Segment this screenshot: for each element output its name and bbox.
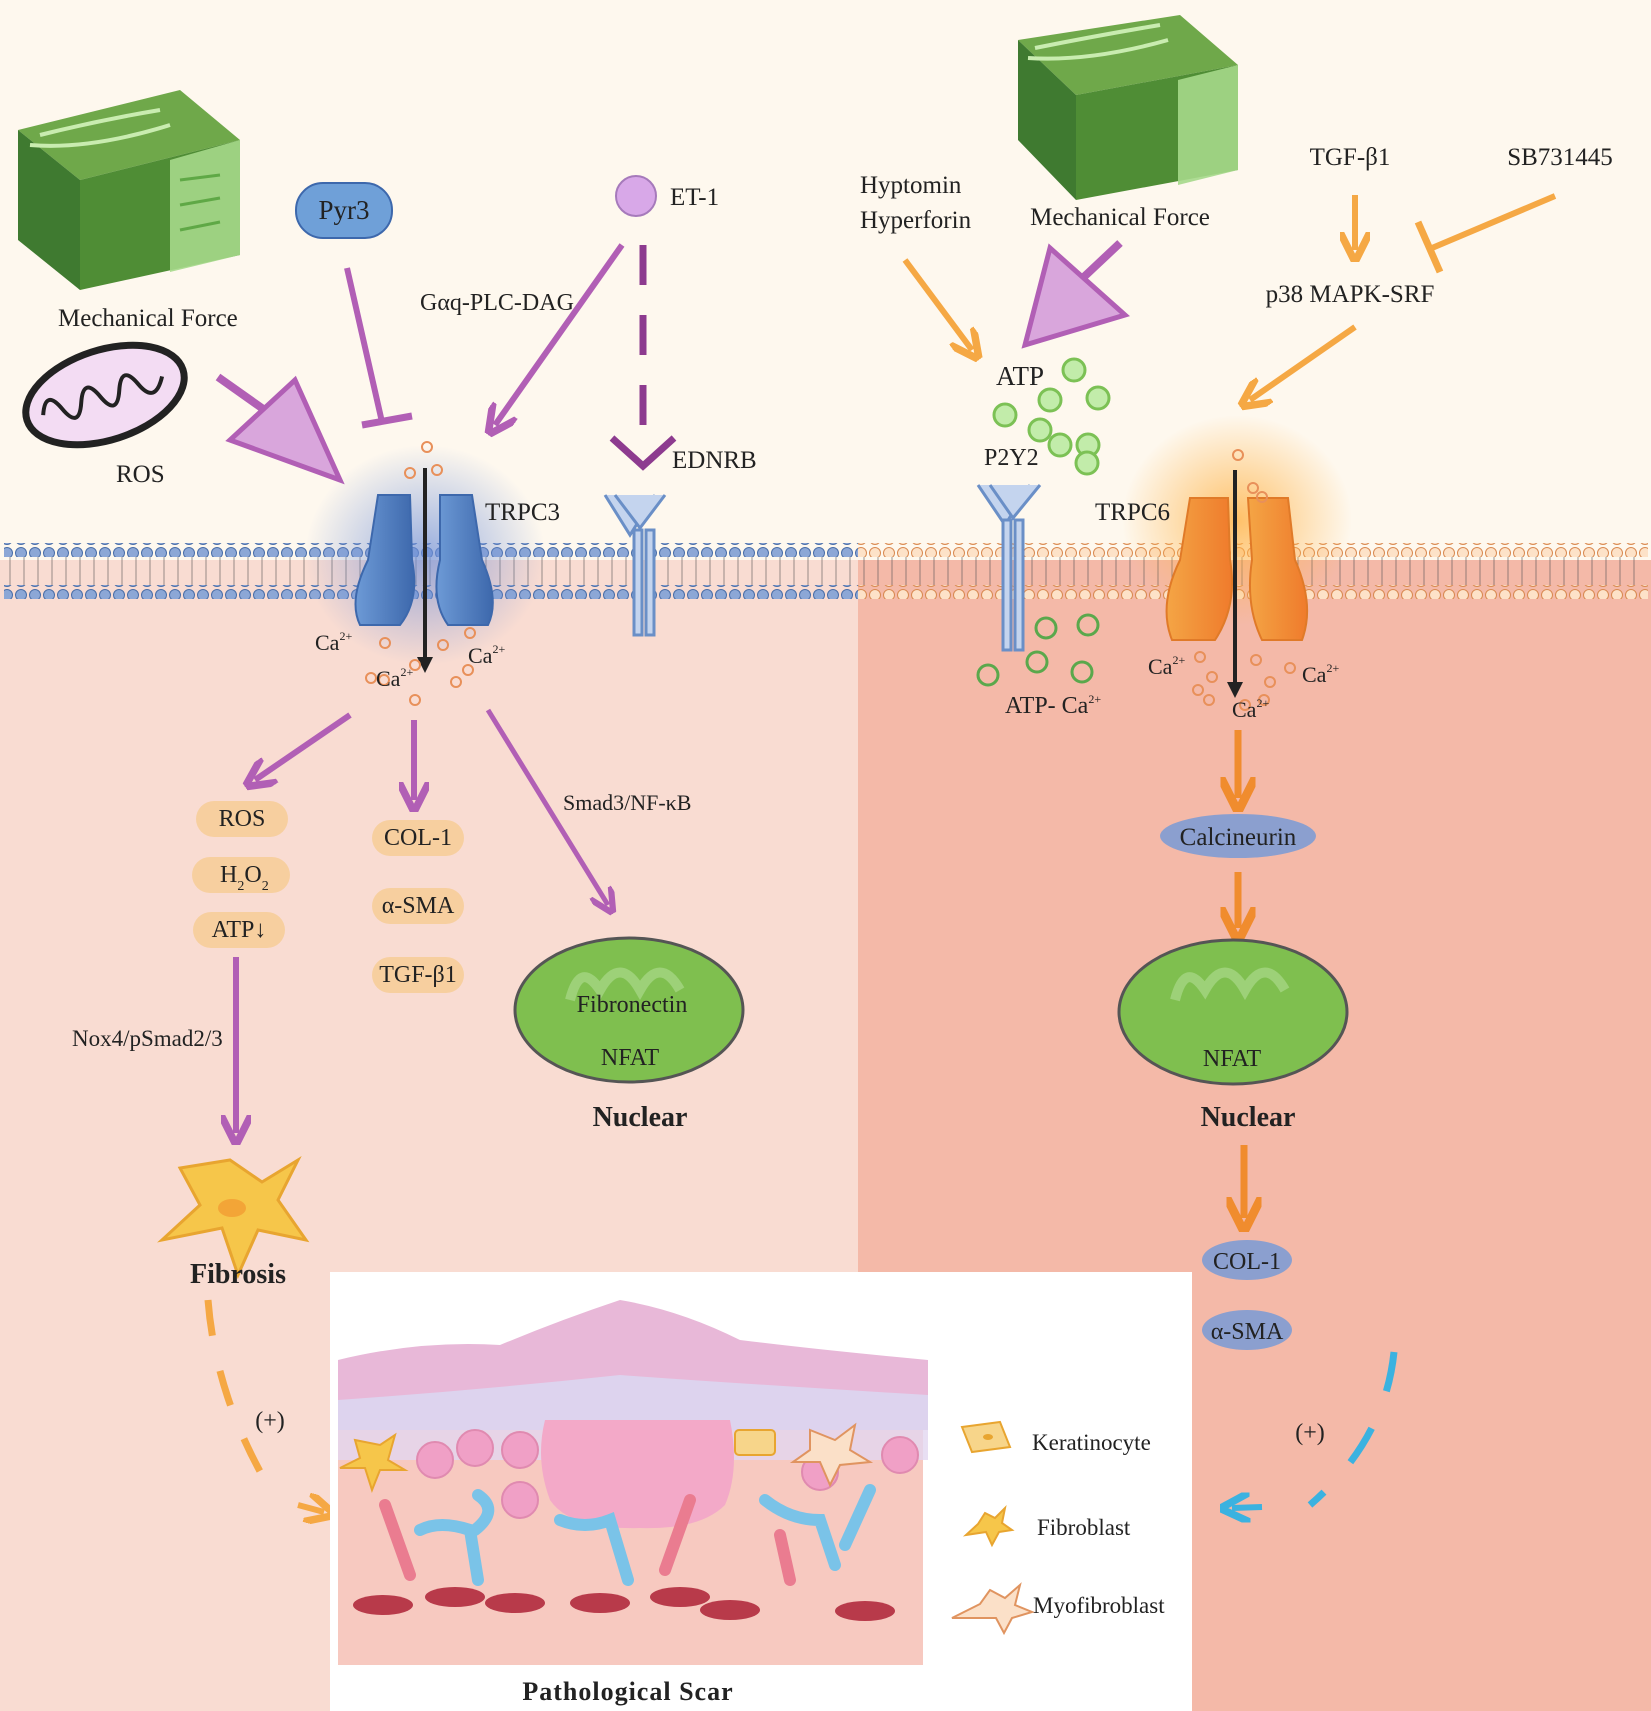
p38-label: p38 MAPK-SRF xyxy=(1266,281,1435,308)
ca-ions-left xyxy=(365,441,476,706)
et1-label: ET-1 xyxy=(670,184,719,211)
p2y2-label: P2Y2 xyxy=(984,445,1039,471)
legend-myofibroblast-label: Myofibroblast xyxy=(1033,1593,1165,1618)
asma-pill-right xyxy=(1202,1310,1292,1350)
legend-fibroblast-icon xyxy=(962,1504,1015,1548)
h2o2-pill-label: H2O2 xyxy=(220,862,269,894)
ca-label-right-c: Ca2+ xyxy=(1232,696,1269,722)
ca-label-left-a: Ca2+ xyxy=(315,629,352,655)
mechanical-force-label-right: Mechanical Force xyxy=(1030,204,1210,231)
legend-fibroblast-label: Fibroblast xyxy=(1037,1515,1131,1540)
ros-pill-label: ROS xyxy=(219,806,266,832)
pyr3-label: Pyr3 xyxy=(318,195,369,225)
et1-dashed-arrowhead xyxy=(609,435,677,471)
legend-keratinocyte-label: Keratinocyte xyxy=(1032,1430,1151,1455)
pyr3-badge xyxy=(295,182,393,239)
fibroblast-nucleus-icon xyxy=(218,1199,246,1217)
col1-pill-right xyxy=(1202,1240,1292,1280)
smad-pathway-label: Smad3/NF-κB xyxy=(563,790,691,815)
p2y2-receptor-icon xyxy=(976,484,1042,652)
nucleus-left-fibronectin: Fibronectin xyxy=(577,992,688,1018)
nucleus-left-icon xyxy=(513,936,745,1084)
gaq-arrow xyxy=(495,243,625,425)
col1-pill-left-label: COL-1 xyxy=(384,825,452,851)
atp-molecules xyxy=(992,357,1111,476)
asma-pill-left-label: α-SMA xyxy=(382,893,455,919)
ca-label-right-a: Ca2+ xyxy=(1148,653,1185,679)
trpc6-channel-icon xyxy=(1165,497,1309,641)
right-arc-arrowhead xyxy=(1232,1507,1263,1508)
pyr3-inhibit-bar xyxy=(361,412,413,429)
et1-ligand-icon xyxy=(615,175,657,217)
legend: Keratinocyte Fibroblast Myofibroblast xyxy=(951,1420,1165,1636)
sb-inhibit-bar xyxy=(1414,220,1444,274)
nucleus-right-nfat: NFAT xyxy=(1203,1046,1262,1072)
nuclear-label-left: Nuclear xyxy=(593,1102,688,1133)
atp-ca-complexes xyxy=(976,613,1100,687)
mechanical-force-block-icon-right xyxy=(1018,15,1238,200)
extracellular-background xyxy=(0,0,1651,560)
ca-label-left-b: Ca2+ xyxy=(468,642,505,668)
hyptomin-label: Hyptomin xyxy=(860,172,962,199)
mitochondrion-icon xyxy=(22,341,188,449)
tgfb1-pill-label: TGF-β1 xyxy=(379,962,457,988)
calcineurin-pill xyxy=(1160,814,1316,858)
ednrb-label: EDNRB xyxy=(672,447,757,474)
trpc6-label: TRPC6 xyxy=(1095,499,1170,526)
left-arc-arrowhead xyxy=(297,1505,324,1512)
mechanical-force-label-left: Mechanical Force xyxy=(58,305,238,332)
fibrosis-fibroblast-icon xyxy=(157,1155,310,1280)
ca-label-left-c: Ca2+ xyxy=(376,665,413,691)
force-arrow-right xyxy=(1021,240,1130,349)
atp-ca-label: ATP- Ca2+ xyxy=(1005,692,1101,719)
nox-pathway-label: Nox4/pSmad2/3 xyxy=(72,1026,223,1051)
atp-pill xyxy=(193,912,285,948)
mechanical-force-block-icon xyxy=(18,90,240,290)
tgf-label-right: TGF-β1 xyxy=(1310,144,1391,171)
trpc3-label: TRPC3 xyxy=(485,499,560,526)
hyperforin-label: Hyperforin xyxy=(860,207,972,234)
asma-pill-left xyxy=(372,888,464,924)
ros-label: ROS xyxy=(116,461,165,488)
ca-ions-right xyxy=(1192,449,1296,711)
trpc3-channel-icon xyxy=(354,494,494,626)
nucleus-left-nfat: NFAT xyxy=(601,1045,660,1071)
p38-arrow xyxy=(1250,324,1357,400)
left-dashed-arc xyxy=(204,1299,266,1477)
asma-pill-right-label: α-SMA xyxy=(1211,1319,1284,1345)
legend-keratinocyte-icon xyxy=(960,1420,1012,1454)
arrow-to-nucleus-left xyxy=(485,708,608,905)
nucleus-right-icon xyxy=(1117,938,1349,1086)
h2o2-pill xyxy=(192,857,290,893)
plus-label-right: (+) xyxy=(1295,1420,1325,1446)
gaq-pathway-label: Gαq-PLC-DAG xyxy=(420,290,574,316)
scar-title: Pathological Scar xyxy=(522,1677,733,1706)
pyr3-inhibit-line xyxy=(344,267,385,423)
tgfb1-pill xyxy=(372,957,464,993)
sb731445-label: SB731445 xyxy=(1507,144,1613,171)
ca-label-right-b: Ca2+ xyxy=(1302,661,1339,687)
nuclear-label-right: Nuclear xyxy=(1201,1102,1296,1133)
fibrosis-label: Fibrosis xyxy=(190,1259,286,1290)
arrow-to-ros xyxy=(255,712,352,780)
legend-myofibroblast-icon xyxy=(951,1582,1035,1636)
hyperforin-arrow xyxy=(902,258,972,350)
col1-pill-right-label: COL-1 xyxy=(1213,1249,1281,1275)
force-arrow-left xyxy=(215,373,345,485)
col1-pill-left xyxy=(372,820,464,856)
ednrb-receptor-icon xyxy=(603,494,667,637)
atp-label: ATP xyxy=(996,361,1044,391)
atp-pill-label: ATP↓ xyxy=(212,917,267,943)
calcineurin-label: Calcineurin xyxy=(1180,824,1297,851)
ros-pill xyxy=(196,801,288,837)
right-dashed-arc xyxy=(1307,1351,1398,1508)
skin-section-illustration xyxy=(338,1300,928,1665)
sb-inhibit-line xyxy=(1430,193,1557,251)
plus-label-left: (+) xyxy=(255,1408,285,1434)
